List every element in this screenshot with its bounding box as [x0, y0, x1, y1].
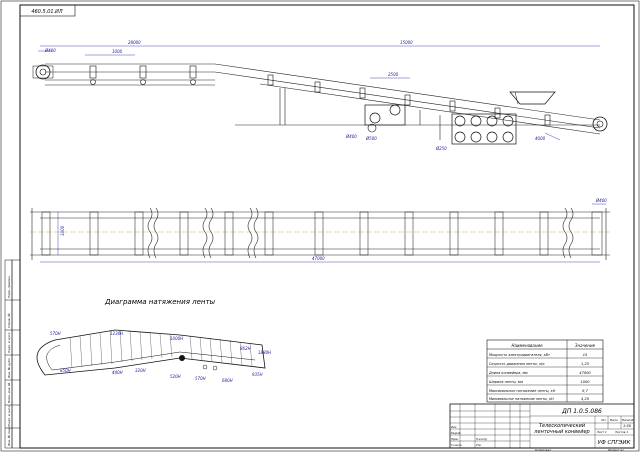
- dim-idler-pitch: 2500: [388, 72, 399, 77]
- plan-frame-lines: [30, 208, 610, 260]
- elevation-dimension-lines: [38, 45, 600, 141]
- title-block: Изм. Разраб. Пров. Т.контр. Н.контр. Утв…: [449, 403, 635, 452]
- role-label: Пров.: [451, 437, 459, 441]
- tail-drum: [32, 64, 54, 80]
- spec-row-label: Максимальное натяжение ленты, кН: [489, 389, 556, 393]
- strip-label-4: Инв. № дубл.: [7, 357, 11, 378]
- tension-diagram: Диаграмма натяжения ленты 570Н: [36, 298, 271, 383]
- strip-label-3: Подп. и дата: [7, 332, 11, 353]
- role-label: Т.контр.: [451, 443, 462, 447]
- left-strip: Перв. примен. Справ. № Подп. и дата Инв.…: [4, 259, 21, 449]
- sheet-no: Лист 1: [596, 430, 607, 434]
- plan-dimension-lines: [40, 203, 606, 263]
- strip-label-1: Перв. примен.: [7, 275, 11, 298]
- dim-incline-length: 15000: [400, 40, 413, 45]
- spec-row-label: Длина конвейера, мм: [488, 371, 528, 375]
- drawing-name-line1: Телескопический: [539, 423, 586, 429]
- spec-row-value: 15: [583, 353, 588, 357]
- inner-frame: [19, 4, 635, 449]
- belt-lines: [45, 63, 601, 135]
- spec-header-value: Значение: [575, 343, 596, 348]
- tension-label: 320Н: [135, 368, 146, 373]
- strip-label-7: Инв. № подл.: [7, 425, 11, 446]
- lit-label: Лит.: [600, 419, 607, 422]
- drawing-name-line2: ленточный конвейер: [533, 429, 589, 435]
- role-label: Разраб.: [451, 431, 461, 435]
- copied-label: Копировал: [535, 448, 551, 452]
- takeup-drums: [451, 113, 517, 145]
- strip-label-6: Подп. и дата: [7, 405, 11, 426]
- spec-row-label: Скорость движения ленты, м/с: [489, 362, 545, 366]
- plan-dim-belt: 1000: [60, 225, 65, 236]
- spec-row-label: Мощность электродвигателя, кВт: [489, 353, 551, 357]
- dim-drive-drum: Ø500: [365, 136, 377, 141]
- tension-label: 1230Н: [110, 331, 123, 336]
- idler-supports: [89, 65, 551, 126]
- format-label: Формат A1: [608, 448, 624, 452]
- plan-idler-stations: [41, 211, 603, 256]
- organization: УФ СПГЭИК: [598, 440, 632, 446]
- tension-label: 1880Н: [258, 350, 271, 355]
- dim-takeup-drum: Ø250: [435, 146, 447, 151]
- spec-row-value: 47000: [579, 371, 591, 375]
- role-label: Утв.: [476, 443, 482, 447]
- spec-row-value: 8,7: [582, 389, 588, 393]
- role-label: Н.контр.: [476, 437, 488, 441]
- plan-break-marks: [147, 207, 574, 259]
- tension-label: 440Н: [112, 370, 123, 375]
- sheet-count: Листов 1: [614, 430, 628, 434]
- strip-label-2: Справ. №: [7, 313, 11, 328]
- tension-label: 935Н: [252, 372, 263, 377]
- tension-label: 680Н: [222, 378, 233, 383]
- code-box-text: 460.5.01.ИЛ: [31, 9, 63, 15]
- dim-flat-length: 28000: [128, 40, 141, 45]
- plan-dim-total-length: 47000: [312, 256, 325, 261]
- spec-row-label: Ширина ленты, мм: [489, 380, 523, 384]
- tension-label: 570Н: [50, 331, 61, 336]
- dim-carriage-drum: Ø400: [345, 134, 357, 139]
- tension-label: 850Н: [60, 368, 71, 373]
- head-drum: [592, 116, 608, 132]
- spec-row-label: Минимальное натяжение ленты, кН: [489, 397, 554, 401]
- title-block-grid: [450, 404, 634, 448]
- dim-pitch: 1000: [112, 49, 123, 54]
- tension-point: [212, 365, 218, 371]
- mass-label: Масса: [610, 419, 618, 422]
- tension-label: 862Н: [240, 346, 251, 351]
- scale-value: 1:50: [623, 424, 632, 428]
- code-box: 460.5.01.ИЛ: [19, 4, 76, 17]
- strip-label-5: Взам. инв. №: [7, 383, 11, 403]
- role-label: Изм.: [451, 425, 457, 429]
- plan-dim-width: Ø400: [595, 198, 607, 203]
- doc-code: ДП 1.0.5.086: [561, 408, 602, 415]
- tension-hatching: [69, 329, 253, 369]
- dim-tail-drum: Ø400: [44, 48, 56, 53]
- elevation-view: Ø400 1000 28000 15000 2500 Ø400 Ø500 Ø25…: [32, 40, 608, 151]
- spec-header-name: Наименование: [511, 343, 543, 348]
- scale-label: Масштаб: [622, 419, 634, 422]
- tension-label: 1000Н: [170, 336, 183, 341]
- tension-drive-point: [179, 355, 185, 361]
- spec-table: Наименование Значение Мощность электродв…: [486, 339, 604, 403]
- spec-row-value: 4,20: [581, 397, 590, 401]
- tension-label: 520Н: [170, 374, 181, 379]
- spec-row-value: 1,25: [581, 362, 590, 366]
- plan-view: Ø400 1000 47000: [30, 198, 610, 263]
- tension-label: 570Н: [195, 376, 206, 381]
- loading-hopper: [509, 91, 556, 105]
- spec-row-value: 1000: [580, 380, 590, 384]
- tension-point: [202, 364, 208, 370]
- tension-diagram-title: Диаграмма натяжения ленты: [104, 298, 216, 306]
- ground-lines: [235, 88, 600, 140]
- dim-head-section: 4000: [535, 136, 546, 141]
